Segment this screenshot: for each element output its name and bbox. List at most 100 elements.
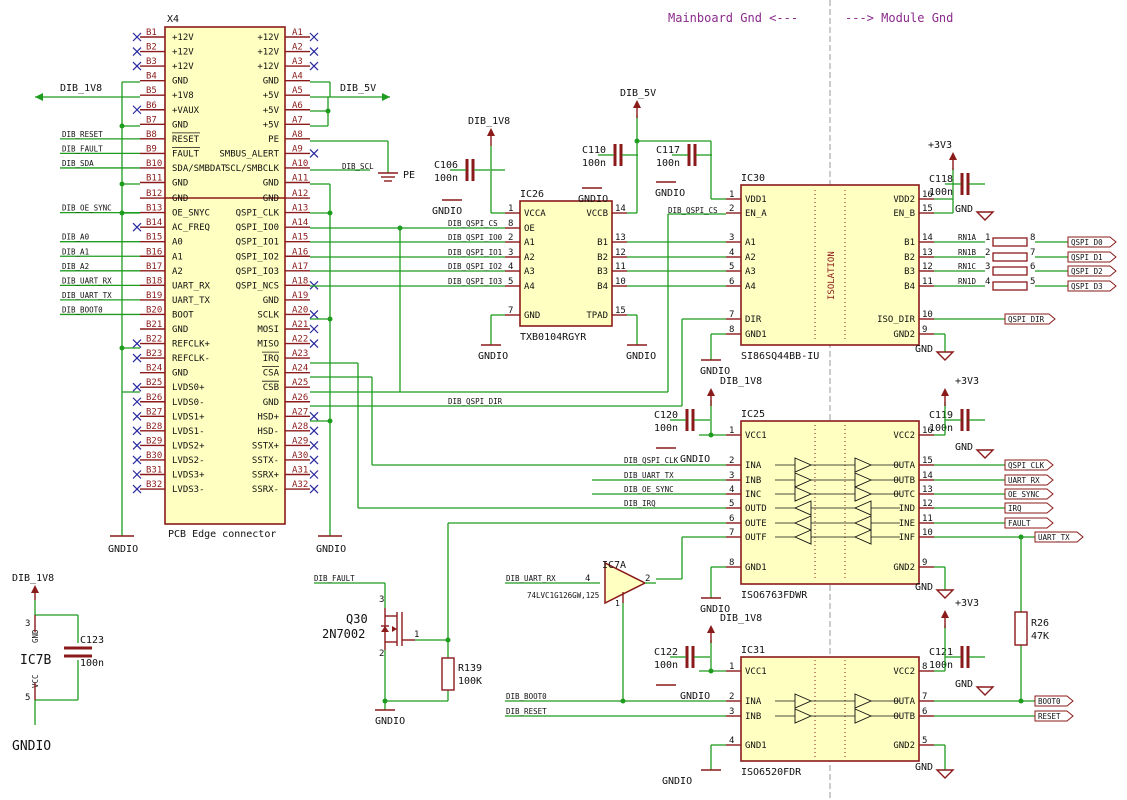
x4-pin-b2: B2 — [146, 43, 157, 53]
pwr-dib1v8-ic25: DIB_1V8 — [720, 376, 762, 387]
pwr-gndio-ic26-l: GNDIO — [478, 351, 508, 362]
rn-ref-0: RN1A — [958, 233, 977, 242]
x4-pin-b3: B3 — [146, 57, 157, 67]
pwr-gndio-q30: GNDIO — [375, 716, 405, 727]
ic30-pin-name-b1: B1 — [904, 238, 915, 248]
pwr-gnd-ic30: GND — [915, 344, 933, 355]
cap-val-5: 100n — [929, 423, 953, 434]
x4-pin-name-b27: LVDS1+ — [172, 412, 205, 422]
x4-pin-b32: B32 — [146, 480, 162, 490]
ic30-pin-13: 13 — [922, 248, 933, 258]
x4-pin-name-a26: GND — [263, 398, 279, 408]
ic26-pin-name-vccb: VCCB — [586, 209, 608, 219]
x4-pin-a5: A5 — [292, 86, 303, 96]
ic30-pin-name-b3: B3 — [904, 267, 915, 277]
ic26-ref: IC26 — [520, 189, 544, 200]
ic25-pin-name-vcc2: VCC2 — [893, 431, 915, 441]
ic25-pin-name-gnd2: GND2 — [893, 563, 915, 573]
x4-pin-name-b10: SDA/SMBDAT — [172, 164, 227, 174]
ic25-pin-7: 7 — [729, 528, 734, 538]
cap-ref-0: C106 — [434, 160, 458, 171]
x4-pin-b25: B25 — [146, 378, 162, 388]
pwr-gndio-c120: GNDIO — [680, 454, 710, 465]
ic30-pin-name-a4: A4 — [745, 282, 756, 292]
net-qspi-clk: DIB_QSPI_CLK — [624, 456, 679, 465]
x4-pin-b15: B15 — [146, 233, 162, 243]
ic7a-pin-in: 4 — [585, 574, 590, 584]
x4-pin-name-a16: QSPI_IO2 — [236, 252, 279, 262]
pwr-gnd-c118: GND — [955, 204, 973, 215]
ic30-pin-name-en_a: EN_A — [745, 209, 767, 219]
ic26-pin-name-oe: OE — [524, 224, 535, 234]
x4-pin-name-b22: REFCLK+ — [172, 340, 211, 350]
ic7b-vcc-label: VCC — [31, 674, 40, 688]
x4-pin-name-a24: CSA — [263, 369, 280, 379]
rn-p2-1: 7 — [1030, 248, 1035, 258]
x4-pin-b6: B6 — [146, 101, 157, 111]
x4-pin-a8: A8 — [292, 130, 303, 140]
x4-pin-name-b23: REFCLK- — [172, 354, 210, 364]
ic30-pin-name-en_b: EN_B — [893, 209, 915, 219]
x4-pin-name-b19: UART_TX — [172, 296, 211, 306]
rn-ref-1: RN1B — [958, 248, 977, 257]
ic25-pin-name-outb: OUTB — [893, 476, 915, 486]
ic26-value: TXB0104RGYR — [520, 332, 587, 343]
ic7b: IC7B 3 5 GND VCC GNDIO DIB_1V8 — [12, 573, 54, 754]
capacitors: C106100nC110100nC117100nC118100nC120100n… — [64, 144, 985, 671]
cap-ref-7: C121 — [929, 647, 953, 658]
ic25-pin-name-outf: OUTF — [745, 533, 767, 543]
ic30-pin-16: 16 — [922, 190, 933, 200]
x4-pin-a21: A21 — [292, 320, 308, 330]
r139: R139 100K — [441, 657, 482, 691]
ic26-pin-name-a1: A1 — [524, 238, 535, 248]
x4-pin-a13: A13 — [292, 204, 308, 214]
pwr-dib1v8-ic31: DIB_1V8 — [720, 613, 762, 624]
pwr-3v3-ic25: +3V3 — [955, 376, 979, 387]
ic25-pin-6: 6 — [729, 514, 734, 524]
glabel-qspi-d0: QSPI_D0 — [1071, 238, 1103, 247]
ic30-en-net: DIB_QSPI_CS — [668, 206, 718, 215]
x4-pin-a7: A7 — [292, 115, 303, 125]
ic26-pin-12: 12 — [615, 248, 626, 258]
x4-pin-name-a22: MISO — [257, 340, 279, 350]
x4-pin-b7: B7 — [146, 115, 157, 125]
net-qspi-io3: DIB_QSPI_IO3 — [448, 277, 502, 286]
x4-pin-b24: B24 — [146, 364, 162, 374]
x4-pin-name-b26: LVDS0- — [172, 398, 205, 408]
ic26-pin-name-b1: B1 — [597, 238, 608, 248]
ic25-pin-name-ine: INE — [899, 519, 915, 529]
ic25-pin-name-ina: INA — [745, 461, 762, 471]
ic31-pin-name-inb: INB — [745, 712, 761, 722]
x4-pin-name-b12: GND — [172, 194, 188, 204]
rn-ref-3: RN1D — [958, 277, 977, 286]
x4-pin-name-b5: +1V8 — [172, 91, 194, 101]
ic7a-buffer: IC7A 74LVC1G126GW,125 4 2 1 — [527, 560, 656, 608]
cap-val-2: 100n — [656, 158, 680, 169]
x4-pin-a14: A14 — [292, 218, 308, 228]
ic30-pin-5: 5 — [729, 262, 734, 272]
x4-pin-a28: A28 — [292, 422, 308, 432]
pwr-gnd-ic31: GND — [915, 762, 933, 773]
pwr-gndio-c106: GNDIO — [432, 206, 462, 217]
x4-pin-a22: A22 — [292, 335, 308, 345]
r139-ref: R139 — [458, 663, 482, 674]
x4-pin-name-b32: LVDS3- — [172, 485, 205, 495]
rn-ref-2: RN1C — [958, 262, 976, 271]
ic30-pin-name-gnd1: GND1 — [745, 330, 767, 340]
rn-p1-3: 4 — [985, 277, 990, 287]
x4-pin-name-b15: A0 — [172, 238, 183, 248]
x4-pin-name-b13: OE_SNYC — [172, 209, 210, 219]
x4-net-b16: DIB_A1 — [62, 247, 89, 256]
x4-pin-name-a15: QSPI_IO1 — [236, 238, 279, 248]
x4-pin-b20: B20 — [146, 305, 162, 315]
rn-p2-2: 6 — [1030, 262, 1035, 272]
power-symbols: DIB_1V8DIB_5V+3V3DIB_1V8+3V3DIB_1V8+3V3G… — [375, 88, 995, 787]
x4-pin-name-a14: QSPI_IO0 — [236, 223, 279, 233]
x4-pin-name-a29: SSTX+ — [252, 441, 280, 451]
x4-pin-b26: B26 — [146, 393, 162, 403]
x4-pin-b27: B27 — [146, 407, 162, 417]
q30-pin-drain: 3 — [379, 595, 384, 605]
